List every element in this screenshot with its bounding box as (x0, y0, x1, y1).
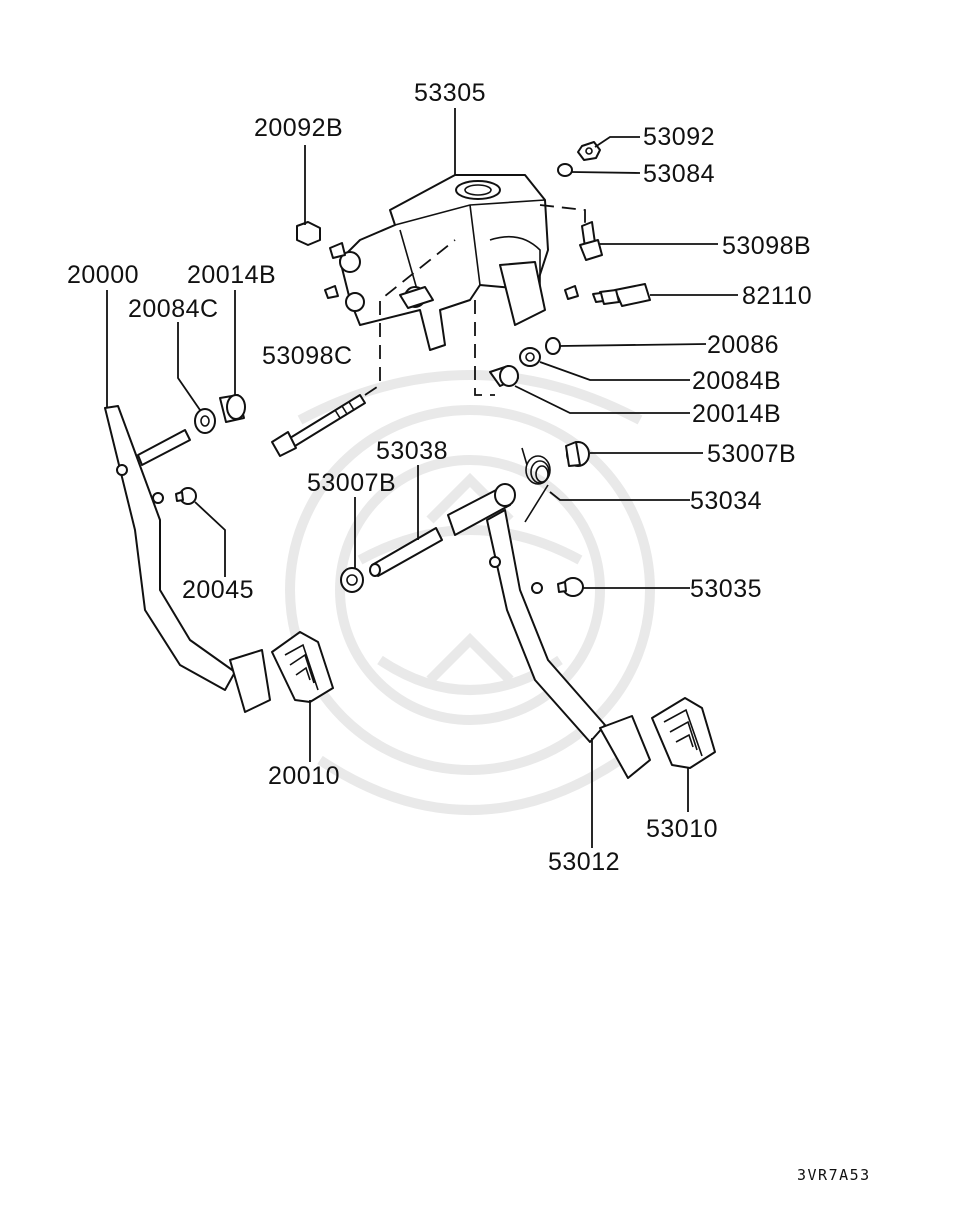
callout-20084C: 20084C (128, 295, 219, 323)
callout-20086: 20086 (707, 331, 779, 359)
callout-82110: 82110 (742, 282, 812, 310)
washer-53084 (557, 163, 573, 177)
callout-53098B: 53098B (722, 232, 811, 260)
callout-20092B: 20092B (254, 114, 343, 142)
pedal-bracket-53305 (324, 174, 579, 351)
callout-20084B: 20084B (692, 367, 781, 395)
diagram-code: 3VR7A53 (797, 1166, 871, 1184)
callout-20045: 20045 (182, 576, 254, 604)
shaft-53038 (369, 527, 443, 577)
callout-53305: 53305 (414, 79, 486, 107)
callout-53012: 53012 (548, 848, 620, 876)
bushing-53007B-right (565, 441, 590, 467)
watermark-emblem (285, 370, 655, 815)
callout-53038: 53038 (376, 437, 448, 465)
pedal-pad-20010 (271, 631, 334, 703)
bushing-53007B-left (340, 567, 364, 593)
switch-82110 (592, 283, 651, 307)
nut-20092B (296, 221, 321, 246)
bushing-20014B-right (489, 365, 519, 387)
pedal-pad-53010 (651, 697, 716, 769)
assembly-guide-lines (364, 204, 586, 396)
leader-lines (106, 108, 738, 848)
brake-pedal-53012 (447, 483, 651, 779)
callout-20014B-left: 20014B (187, 261, 276, 289)
callout-53092: 53092 (643, 123, 715, 151)
spring-53034 (521, 447, 551, 523)
callout-53010: 53010 (646, 815, 718, 843)
pin-20045 (175, 487, 197, 505)
stopper-53035 (557, 577, 584, 597)
callout-53035: 53035 (690, 575, 762, 603)
washer-20084C (194, 408, 216, 434)
washer-20084B (519, 347, 541, 367)
callout-53084: 53084 (643, 160, 715, 188)
bolt-53098C (271, 394, 366, 457)
callout-53007B-left: 53007B (307, 469, 396, 497)
callout-53034: 53034 (690, 487, 762, 515)
callout-20000: 20000 (67, 261, 139, 289)
callout-53007B-right: 53007B (707, 440, 796, 468)
callout-20014B-right: 20014B (692, 400, 781, 428)
callout-53098C: 53098C (262, 342, 353, 370)
nut-20086 (545, 337, 561, 355)
bushing-20014B-left (219, 394, 246, 423)
nut-53092 (577, 141, 601, 161)
clutch-pedal-20000 (104, 405, 271, 713)
callout-20010: 20010 (268, 762, 340, 790)
bolt-53098B (579, 221, 603, 261)
